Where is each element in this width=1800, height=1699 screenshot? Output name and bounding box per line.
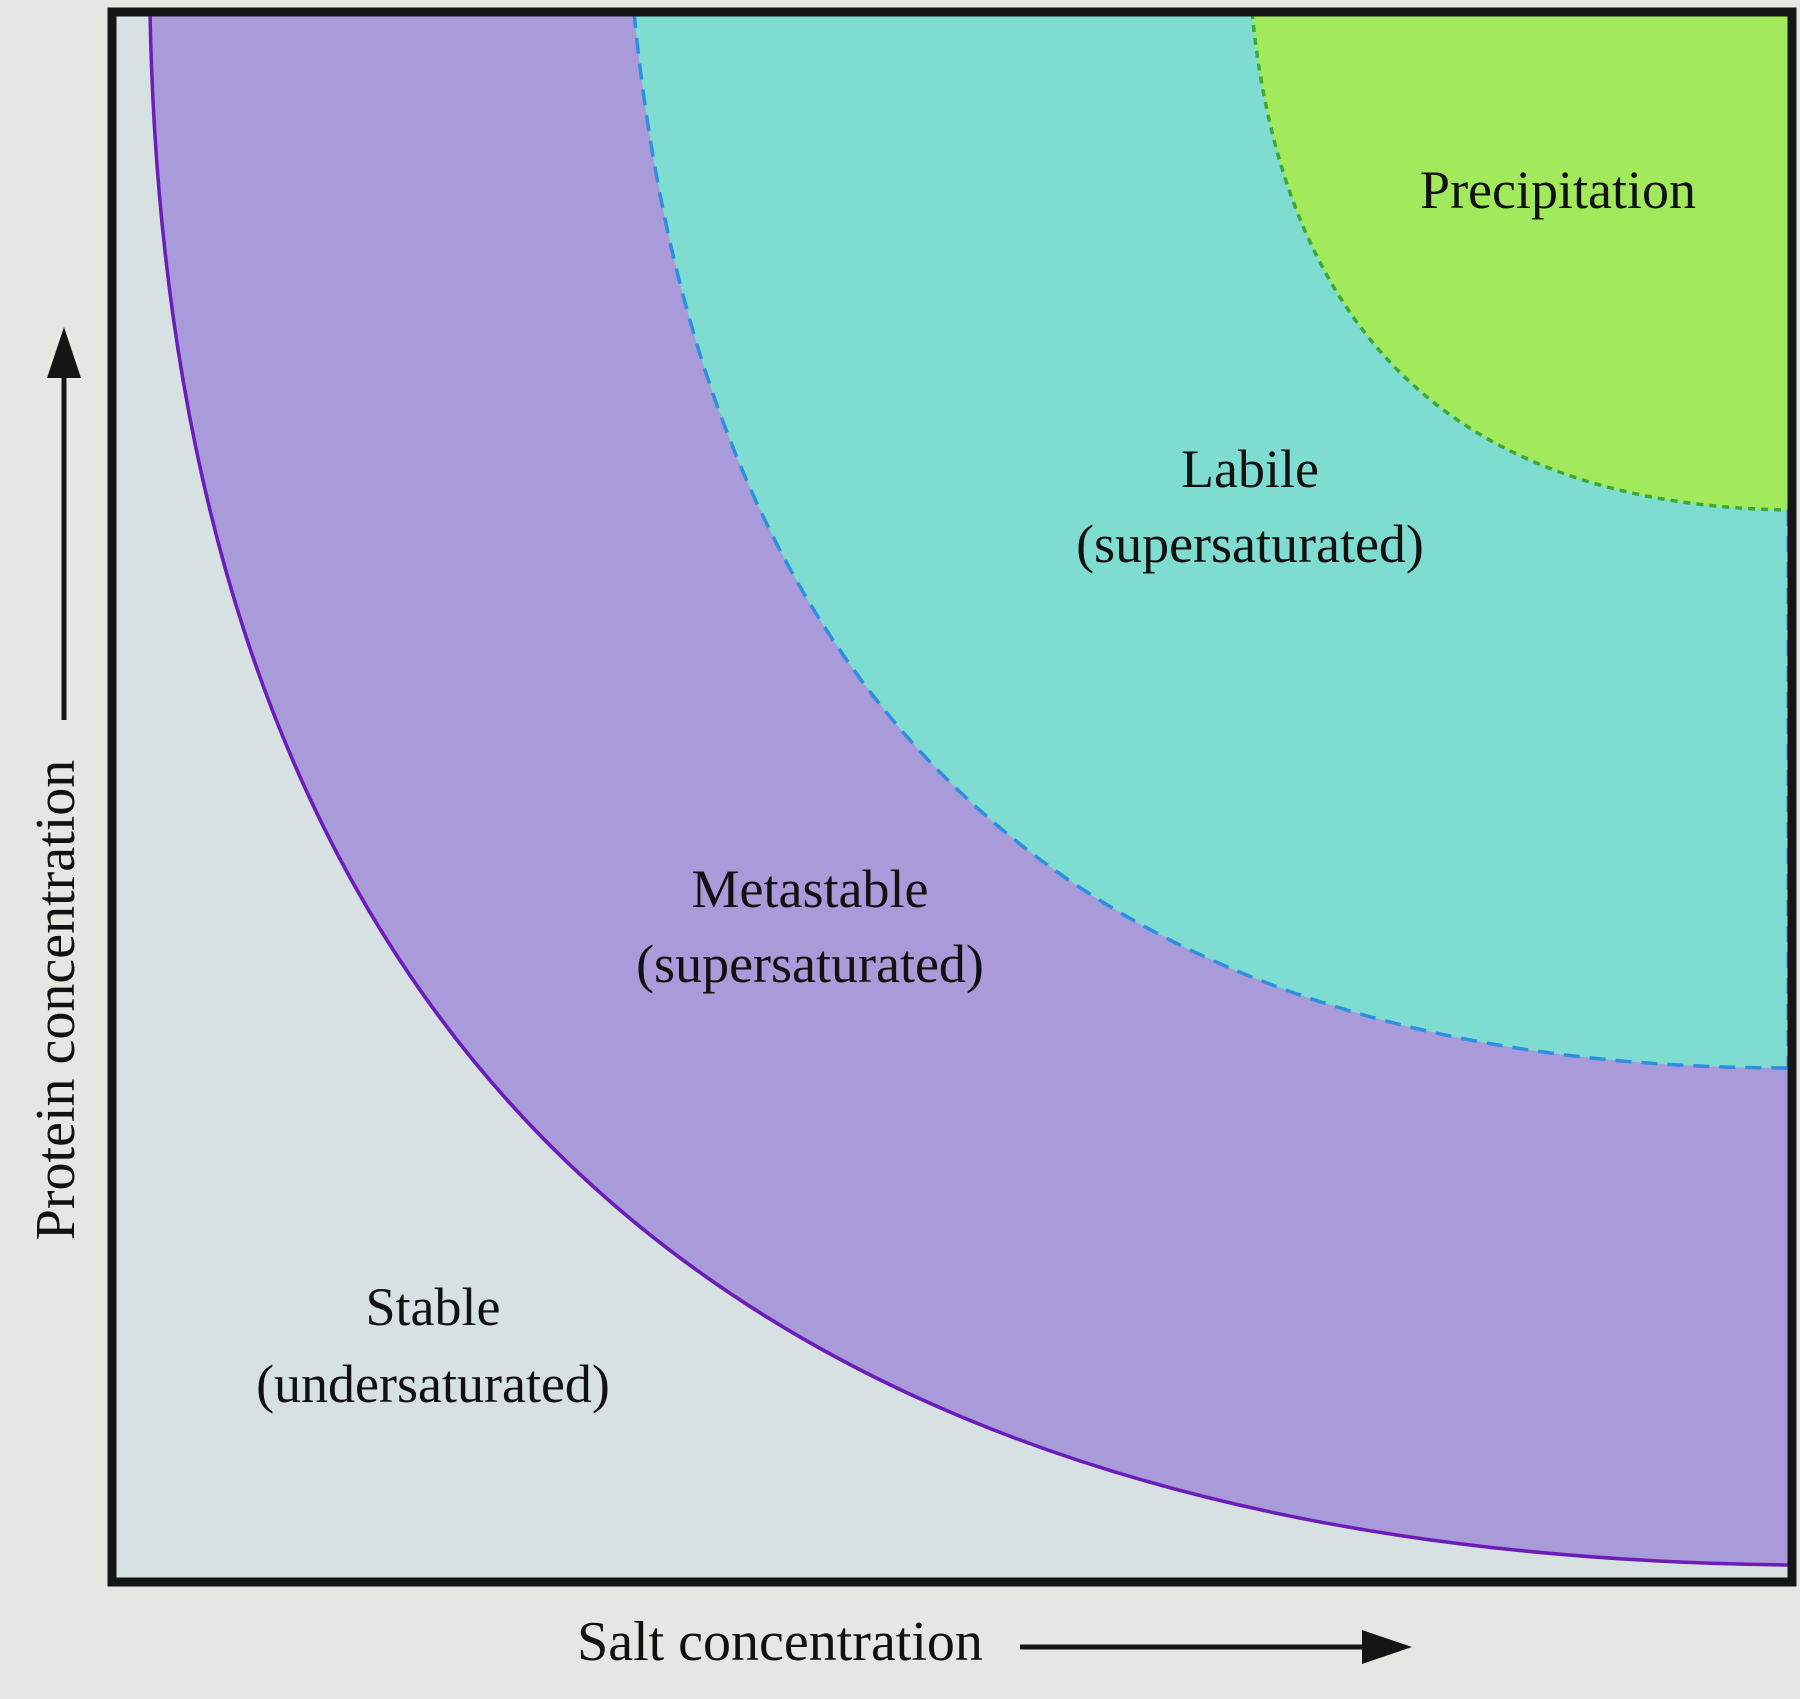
solubility-curve bbox=[148, 11, 1793, 1567]
x-axis-arrow-head bbox=[1362, 1630, 1412, 1664]
stable-sublabel: (undersaturated) bbox=[256, 1354, 610, 1414]
precipitation-boundary bbox=[1250, 11, 1793, 512]
stable-label: Stable bbox=[366, 1277, 501, 1337]
labile-label: Labile bbox=[1181, 439, 1319, 499]
y-axis-arrow-head bbox=[47, 327, 81, 378]
labile-sublabel: (supersaturated) bbox=[1076, 514, 1424, 574]
supersolubility-curve bbox=[632, 11, 1793, 1070]
plot-frame bbox=[107, 7, 1797, 1587]
precipitation-region bbox=[1252, 12, 1792, 510]
metastable-sublabel: (supersaturated) bbox=[636, 934, 984, 994]
x-axis-label: Salt concentration bbox=[577, 1611, 983, 1673]
precipitation-label: Precipitation bbox=[1420, 160, 1696, 220]
metastable-label: Metastable bbox=[692, 859, 929, 919]
y-axis-label: Protein concentration bbox=[25, 760, 87, 1241]
